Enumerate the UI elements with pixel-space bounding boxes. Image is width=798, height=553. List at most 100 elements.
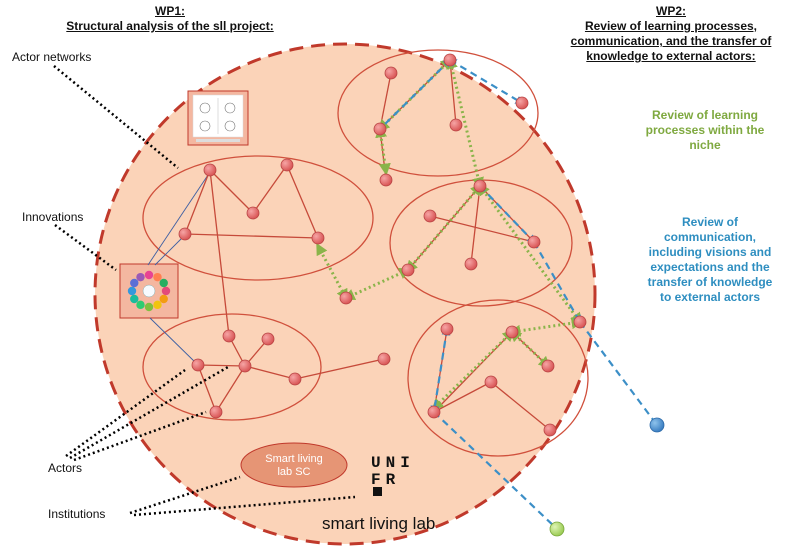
wp2-subtitle-line-3: knowledge to external actors: (586, 49, 756, 63)
review-communication-text: Review of communication, including visio… (630, 215, 790, 305)
actor-node (339, 291, 353, 305)
cluster-ellipse-top-right (337, 49, 539, 177)
innovation-wheel-petal (127, 286, 137, 296)
actor-node (191, 358, 205, 372)
learning-arrow (508, 317, 584, 337)
wp1-heading: WP1: (155, 4, 185, 18)
smart-living-lab-sc-label: Smart living lab SC (246, 453, 342, 479)
innovation-wheel-petal (159, 294, 168, 304)
actor-node (288, 372, 302, 386)
network-edge (184, 169, 211, 235)
label-innovations: Innovations (22, 210, 84, 224)
wp1-subtitle: Structural analysis of the sll project: (66, 19, 274, 33)
network-edge (197, 364, 246, 367)
actor-node (464, 257, 478, 271)
network-edge (184, 233, 319, 239)
wp2-header: WP2: Review of learning processes, commu… (548, 4, 794, 64)
innovation-wheel-petal (136, 300, 145, 310)
network-edge (209, 169, 254, 214)
learning-arrow (405, 183, 483, 273)
external-actor-node-green (549, 521, 565, 537)
communication-arrow (430, 326, 451, 415)
actor-node (505, 325, 519, 339)
wp1-header: WP1: Structural analysis of the sll proj… (40, 4, 300, 34)
cluster-ellipse-mid-left (142, 155, 374, 281)
actor-node (515, 96, 529, 110)
external-actor-node-blue (649, 417, 665, 433)
review-comm-line-1: Review of (681, 215, 738, 229)
actor-node (573, 315, 587, 329)
actor-node (246, 206, 260, 220)
review-comm-line-5: transfer of knowledge (647, 275, 773, 289)
actor-node (401, 263, 415, 277)
actor-node (541, 359, 555, 373)
actor-node (203, 163, 217, 177)
actor-node (443, 53, 457, 67)
actor-node (527, 235, 541, 249)
network-edge (244, 365, 296, 380)
actor-node (178, 227, 192, 241)
communication-arrow (533, 241, 582, 325)
review-learning-text: Review of learning processes within the … (628, 108, 782, 153)
learning-arrow (446, 56, 484, 190)
actor-node (423, 209, 437, 223)
review-comm-line-2: communication, (663, 230, 756, 244)
review-comm-line-3: including visions and (648, 245, 772, 259)
actor-node (222, 329, 236, 343)
network-edge (252, 164, 288, 214)
sc-label-line-2: lab SC (277, 466, 311, 478)
unifr-logo-block (373, 487, 382, 496)
actor-node (377, 352, 391, 366)
actor-node (209, 405, 223, 419)
innovation-wheel-petal (130, 294, 139, 304)
network-edge (197, 364, 217, 413)
network-edge (209, 169, 230, 337)
communication-arrow (433, 411, 559, 531)
actor-node (311, 231, 325, 245)
unifr-logo-row-1: UNI (371, 454, 415, 472)
wp2-subtitle-line-2: communication, and the transfer of (570, 34, 772, 48)
review-learning-line-3: niche (689, 138, 721, 152)
unifr-logo-row-2: FR (371, 471, 401, 489)
wp2-subtitle-line-1: Review of learning processes, (584, 19, 758, 33)
innovation-wheel-petal (130, 278, 139, 288)
innovation-wheel-petal (144, 302, 154, 312)
wp2-heading: WP2: (656, 4, 686, 18)
network-edge (286, 164, 319, 239)
label-actors: Actors (48, 461, 83, 475)
unifr-logo: UNI FR (371, 455, 415, 489)
cluster-ellipse-bottom-left (142, 313, 322, 421)
review-comm-line-4: expectations and the (650, 260, 770, 274)
actor-node (484, 375, 498, 389)
actor-node (384, 66, 398, 80)
smart-living-lab-brand: smart living lab (322, 514, 436, 533)
communication-arrow (579, 321, 659, 428)
innovation-wheel-thumbnail (119, 263, 179, 319)
learning-arrow (375, 125, 391, 176)
label-institutions: Institutions (48, 507, 106, 521)
label-actor-networks: Actor networks (12, 50, 92, 64)
innovation-wheel-petal (153, 300, 162, 310)
document-thumbnail (187, 90, 249, 146)
actor-node (473, 179, 487, 193)
innovation-wheel-petal (159, 278, 168, 288)
review-learning-line-1: Review of learning (651, 108, 759, 122)
smart-living-lab-sc-badge (240, 442, 348, 488)
actor-node (238, 359, 252, 373)
actor-node (440, 322, 454, 336)
learning-arrow (477, 183, 583, 325)
network-edge (215, 365, 246, 413)
actor-node (261, 332, 275, 346)
communication-arrow (379, 58, 452, 130)
actor-node (379, 173, 393, 187)
communication-arrow (479, 185, 536, 244)
sc-label-line-1: Smart living (265, 453, 323, 465)
actor-node (427, 405, 441, 419)
actor-node (373, 122, 387, 136)
review-comm-line-6: to external actors (659, 290, 761, 304)
actor-node (280, 158, 294, 172)
actor-node (449, 118, 463, 132)
innovation-wheel-petal (161, 286, 171, 296)
network-edge (294, 358, 385, 380)
